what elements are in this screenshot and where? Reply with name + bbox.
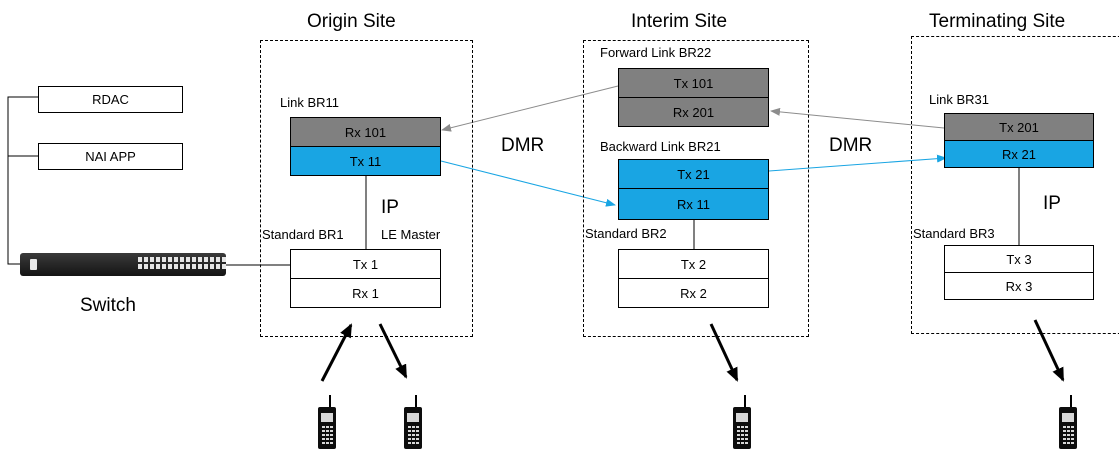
terminating-link-label: Link BR31 <box>929 92 989 107</box>
le-master-label: LE Master <box>381 227 441 242</box>
forward-link-label: Forward Link BR22 <box>600 45 712 60</box>
terminating-site-title: Terminating Site <box>929 11 1066 32</box>
terminating-link-rx: Rx 21 <box>944 140 1094 168</box>
origin-link-label: Link BR11 <box>280 95 340 110</box>
backward-link-tx: Tx 21 <box>618 159 769 189</box>
handheld-radio-icon <box>1059 395 1077 449</box>
downlink-arrow-interim <box>709 323 739 382</box>
forward-link-tx: Tx 101 <box>618 68 769 98</box>
handheld-radio-icon <box>733 395 751 449</box>
forward-link-rx: Rx 201 <box>618 97 769 127</box>
network-switch-icon <box>20 253 226 276</box>
backward-link-arrow-terminating <box>768 154 947 172</box>
backward-link-rx: Rx 11 <box>618 188 769 220</box>
interim-std-tx: Tx 2 <box>618 249 769 279</box>
terminating-std-tx: Tx 3 <box>944 245 1094 273</box>
interim-std-rx: Rx 2 <box>618 278 769 308</box>
forward-link-arrow-interim <box>770 107 945 129</box>
forward-link-arrow-origin <box>441 85 619 132</box>
interim-site-title: Interim Site <box>631 11 728 32</box>
backward-link-arrow-interim <box>440 160 616 207</box>
origin-std-rx: Rx 1 <box>290 278 441 308</box>
origin-site-title: Origin Site <box>307 11 396 32</box>
terminating-link-tx: Tx 201 <box>944 113 1094 141</box>
downlink-arrow-terminating <box>1033 319 1065 382</box>
interim-site-border <box>583 40 809 337</box>
uplink-arrow-origin <box>320 323 353 382</box>
app-tree-line <box>7 96 38 265</box>
downlink-arrow-origin <box>378 323 408 379</box>
dmr-label-right: DMR <box>829 135 873 156</box>
dmr-label-left: DMR <box>501 135 545 156</box>
origin-site-border <box>260 40 473 337</box>
origin-ip-label: IP <box>381 197 399 218</box>
nai-app-box: NAI APP <box>38 143 183 170</box>
terminating-std-rx: Rx 3 <box>944 272 1094 300</box>
interim-standard-label: Standard BR2 <box>585 226 667 241</box>
rdac-box: RDAC <box>38 86 183 113</box>
terminating-standard-label: Standard BR3 <box>913 226 995 241</box>
origin-std-tx: Tx 1 <box>290 249 441 279</box>
origin-link-tx: Tx 11 <box>290 146 441 176</box>
handheld-radio-icon <box>404 395 422 449</box>
terminating-site-border <box>911 36 1119 334</box>
terminating-ip-label: IP <box>1043 193 1061 214</box>
handheld-radio-icon <box>318 395 336 449</box>
switch-label: Switch <box>80 295 136 316</box>
origin-standard-label: Standard BR1 <box>262 227 344 242</box>
backward-link-label: Backward Link BR21 <box>600 139 721 154</box>
origin-link-rx: Rx 101 <box>290 117 441 147</box>
